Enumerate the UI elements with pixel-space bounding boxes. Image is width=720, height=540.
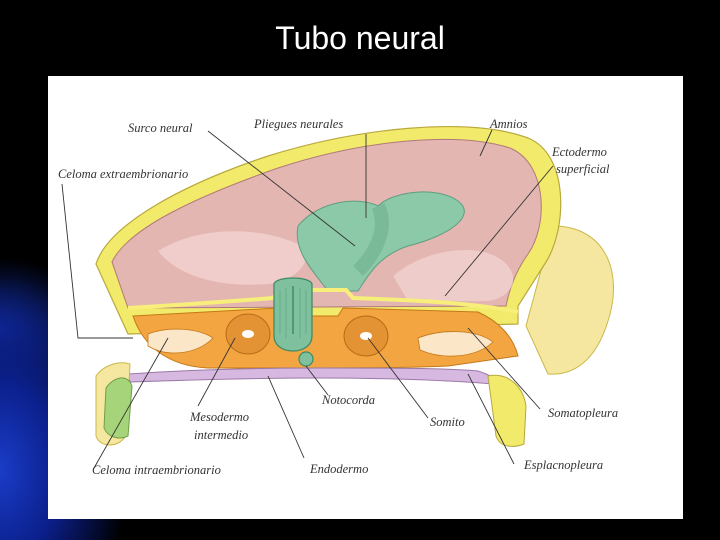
label-superficial: superficial bbox=[556, 162, 610, 176]
leader-notocorda bbox=[305, 365, 329, 396]
label-celoma-intraembrionario: Celoma intraembrionario bbox=[92, 463, 221, 477]
label-celoma-extraembrionario: Celoma extraembrionario bbox=[58, 167, 188, 181]
leader-somito bbox=[367, 337, 429, 419]
slide-title: Tubo neural bbox=[275, 20, 445, 56]
neural-plate-striations bbox=[279, 288, 307, 338]
somite-left-core bbox=[242, 330, 254, 338]
notochord bbox=[298, 351, 314, 367]
leader-esplacnopleura bbox=[467, 373, 515, 465]
embryo-cross-section-figure: Surco neural Pliegues neurales Amnios Ce… bbox=[48, 76, 683, 519]
label-surco-neural: Surco neural bbox=[128, 121, 193, 135]
embryo-diagram: Surco neural Pliegues neurales Amnios Ce… bbox=[58, 117, 618, 477]
label-somatopleura: Somatopleura bbox=[548, 406, 618, 420]
leader-amnios bbox=[479, 129, 493, 157]
amniotic-cavity-right-fold bbox=[393, 249, 514, 301]
leader-surco-neural bbox=[207, 130, 356, 247]
yolk-sac-right-lobe bbox=[487, 374, 527, 447]
label-esplacnopleura: Esplacnopleura bbox=[523, 458, 603, 472]
leader-ectodermo bbox=[444, 165, 554, 297]
label-somito: Somito bbox=[430, 415, 465, 429]
label-amnios: Amnios bbox=[489, 117, 528, 131]
endoderm-layer bbox=[127, 367, 496, 385]
leader-somatopleura bbox=[467, 327, 541, 410]
leader-mesodermo bbox=[197, 337, 236, 407]
leader-celoma-extra bbox=[61, 183, 133, 339]
leader-endodermo bbox=[267, 375, 305, 459]
somite-right-core bbox=[360, 332, 372, 340]
label-endodermo: Endodermo bbox=[309, 462, 368, 476]
label-notocorda: Notocorda bbox=[321, 393, 375, 407]
yolk-sac-left-green bbox=[103, 377, 133, 439]
amniotic-cavity-highlight bbox=[158, 231, 307, 285]
leader-celoma-intra bbox=[93, 337, 169, 469]
label-intermedio: intermedio bbox=[194, 428, 248, 442]
label-pliegues-neurales: Pliegues neurales bbox=[253, 117, 343, 131]
label-mesodermo: Mesodermo bbox=[189, 410, 249, 424]
amnion-right-lobe bbox=[525, 225, 614, 375]
label-ectodermo: Ectodermo bbox=[551, 145, 607, 159]
surface-ectoderm-floor bbox=[127, 288, 519, 314]
neural-fold-shadow bbox=[352, 202, 389, 276]
intraembryonic-coelom-right bbox=[417, 331, 494, 357]
intraembryonic-coelom-left bbox=[147, 328, 214, 354]
